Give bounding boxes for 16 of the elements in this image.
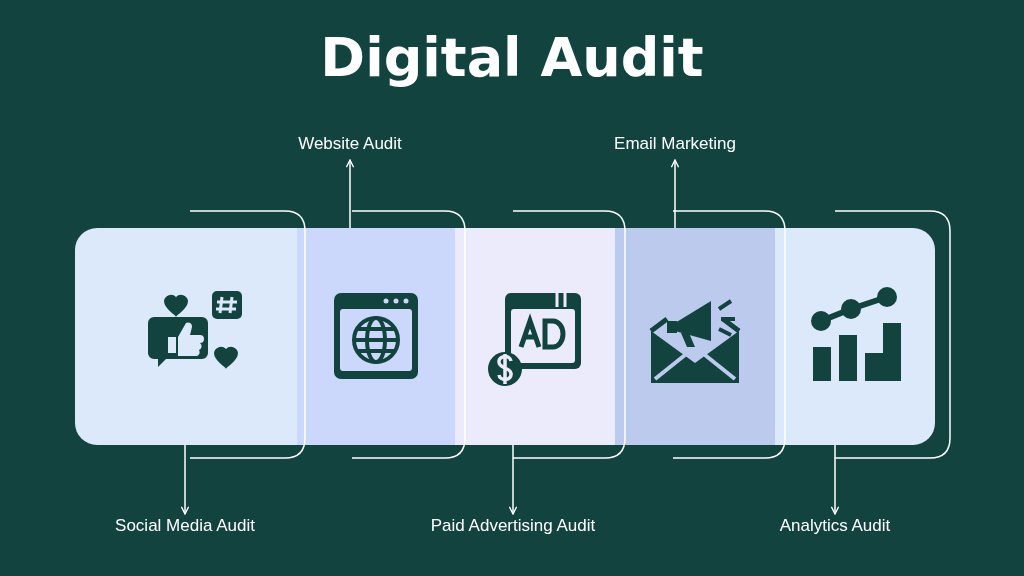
step-label: Paid Advertising Audit (430, 516, 596, 536)
arrow (830, 444, 840, 515)
panel-card (615, 228, 775, 445)
step-label: Email Marketing (614, 134, 736, 154)
panel-card (455, 228, 615, 445)
title: Digital Audit (320, 26, 704, 89)
panel-card (297, 228, 455, 445)
arrow (508, 444, 518, 515)
step-label: Social Media Audit (115, 516, 255, 536)
step-label: Website Audit (298, 134, 402, 154)
arrow (345, 159, 355, 229)
step-label: Analytics Audit (779, 516, 891, 536)
arrow (180, 444, 190, 515)
panel-card (775, 228, 935, 445)
arrow (670, 159, 680, 229)
panel-card (75, 228, 297, 445)
